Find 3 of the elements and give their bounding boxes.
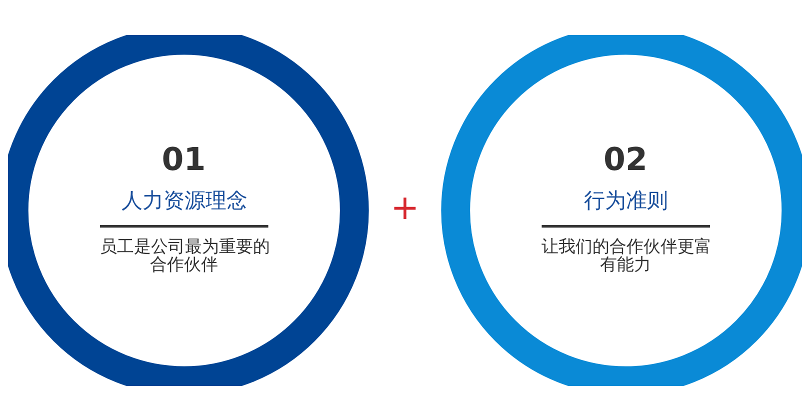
node-circle: 02 行为准则 让我们的合作伙伴更富有能力 bbox=[441, 34, 802, 386]
label: + bbox=[390, 187, 420, 228]
node-circle: 01 人力资源理念 员工是公司最为重要的合作伙伴 bbox=[8, 34, 369, 386]
